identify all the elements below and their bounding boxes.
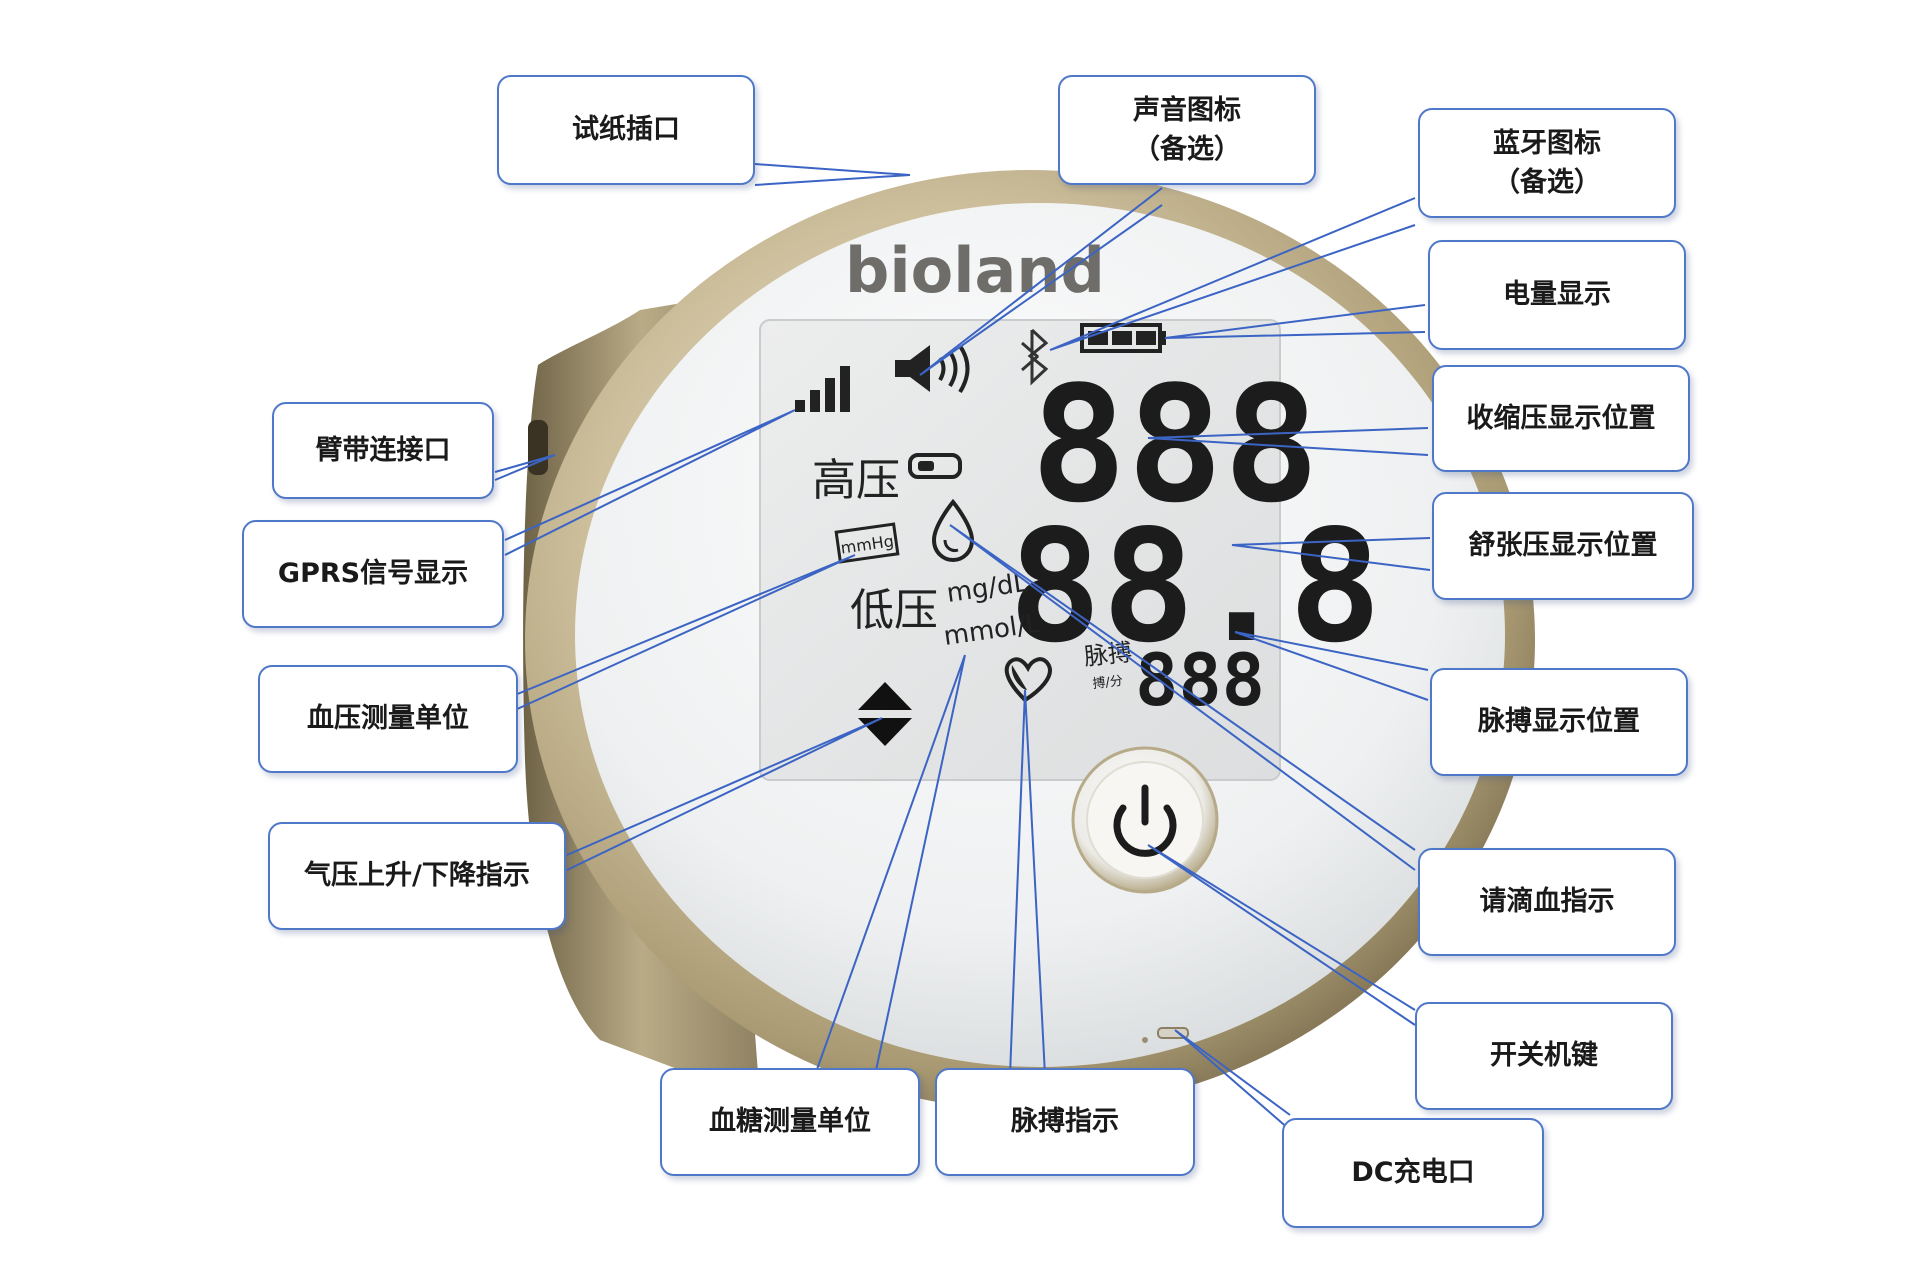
callout-sound-icon: 声音图标 （备选） bbox=[1058, 75, 1316, 185]
power-icon bbox=[1113, 784, 1177, 857]
signal-bars-icon bbox=[795, 366, 850, 412]
callout-battery: 电量显示 bbox=[1428, 240, 1686, 350]
callout-drop-indicator: 请滴血指示 bbox=[1418, 848, 1676, 956]
callout-bluetooth-icon: 蓝牙图标 （备选） bbox=[1418, 108, 1676, 218]
bluetooth-icon bbox=[1021, 328, 1049, 386]
callout-strip-port: 试纸插口 bbox=[497, 75, 755, 185]
leader-lines bbox=[494, 163, 1431, 1131]
callout-systolic: 收缩压显示位置 bbox=[1432, 365, 1690, 472]
callout-cuff-port: 臂带连接口 bbox=[272, 402, 494, 499]
diastolic-digits: 88.8 bbox=[1008, 496, 1381, 677]
power-button[interactable] bbox=[1071, 746, 1219, 894]
pulse-unit: 搏/分 bbox=[1092, 673, 1124, 692]
up-down-arrows-icon bbox=[858, 682, 912, 746]
speaker-icon bbox=[895, 344, 970, 394]
heart-icon bbox=[1004, 657, 1052, 703]
callout-dc-port: DC充电口 bbox=[1282, 1118, 1544, 1228]
label-high: 高压 bbox=[812, 455, 900, 506]
callout-pulse-position: 脉搏显示位置 bbox=[1430, 668, 1688, 776]
brand-logo: bioland bbox=[845, 234, 1105, 307]
blood-drop-icon bbox=[931, 498, 975, 563]
callout-glucose-unit: 血糖测量单位 bbox=[660, 1068, 920, 1176]
callout-bp-unit: 血压测量单位 bbox=[258, 665, 518, 773]
pulse-digits: 888 bbox=[1135, 638, 1265, 722]
callout-pulse-indicator: 脉搏指示 bbox=[935, 1068, 1195, 1176]
callout-pressure-indicator: 气压上升/下降指示 bbox=[268, 822, 566, 930]
label-low: 低压 bbox=[850, 585, 938, 636]
strip-icon bbox=[908, 453, 962, 479]
callout-power-key: 开关机键 bbox=[1415, 1002, 1673, 1110]
callout-diastolic: 舒张压显示位置 bbox=[1432, 492, 1694, 600]
callout-gprs: GPRS信号显示 bbox=[242, 520, 504, 628]
